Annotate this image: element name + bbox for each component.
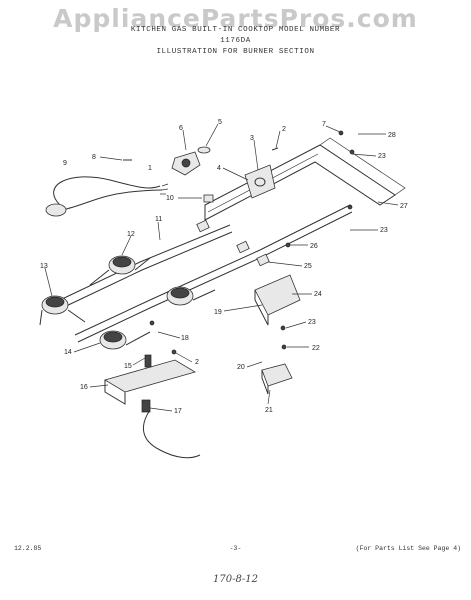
callout-16: 16 [80,384,88,391]
mounting-bracket [244,164,276,199]
callout-4: 4 [217,165,221,172]
screws [123,130,355,355]
igniter-wire [142,409,201,459]
callout-28: 28 [388,132,396,139]
footer-parts-list-note: (For Parts List See Page 4) [355,545,461,552]
callout-6: 6 [179,125,183,132]
wiring-harness [45,176,169,217]
handwritten-note: 170-8-12 [213,574,258,585]
manifold-bar [204,137,406,221]
callout-10: 10 [166,195,174,202]
leader-lines [44,123,399,412]
callout-25: 25 [304,263,312,270]
callout-19: 19 [214,309,222,316]
burner-front-left [39,295,86,326]
callout-12: 12 [127,231,135,238]
callout-7: 7 [322,121,326,128]
header-model-line: KITCHEN GAS BUILT-IN COOKTOP MODEL NUMBE… [130,26,341,34]
callout-17: 17 [174,408,182,415]
callout-5: 5 [218,119,222,126]
callout-23c: 23 [308,319,316,326]
burner-rear-right [166,286,216,306]
callout-26: 26 [310,243,318,250]
burner-rear-left [89,255,151,286]
watermark: AppliancePartsPros.com [53,4,418,33]
burner-front-center [99,330,151,350]
header-illustration-title: ILLUSTRATION FOR BURNER SECTION [156,48,315,56]
callout-2: 2 [282,126,286,133]
footer-date: 12.2.85 [14,545,42,552]
callout-2b: 2 [195,359,199,366]
callout-22: 22 [312,345,320,352]
callout-labels: 1 2 2 3 4 5 6 7 8 9 10 11 12 13 14 15 16… [40,119,408,415]
callout-11: 11 [155,216,162,223]
washer [197,146,211,154]
footer-page-number: -3- [229,545,242,552]
callout-13: 13 [40,263,48,270]
callout-18: 18 [181,335,189,342]
valves [196,194,270,267]
manifold-pipe [59,204,353,343]
callout-1: 1 [148,165,152,172]
callout-15: 15 [124,363,132,370]
callout-23a: 23 [378,153,386,160]
callout-23b: 23 [380,227,388,234]
igniter-bracket [104,354,196,413]
callout-24: 24 [314,291,322,298]
callout-14: 14 [64,349,72,356]
callout-20: 20 [237,364,245,371]
callout-21: 21 [265,407,273,414]
callout-3: 3 [250,135,254,142]
spark-module [261,363,293,395]
callout-27: 27 [400,203,408,210]
burner-box [254,274,301,326]
callout-9: 9 [63,160,67,167]
header-model-number: 1176DA [220,37,251,45]
regulator [171,151,201,176]
callout-8: 8 [92,154,96,161]
